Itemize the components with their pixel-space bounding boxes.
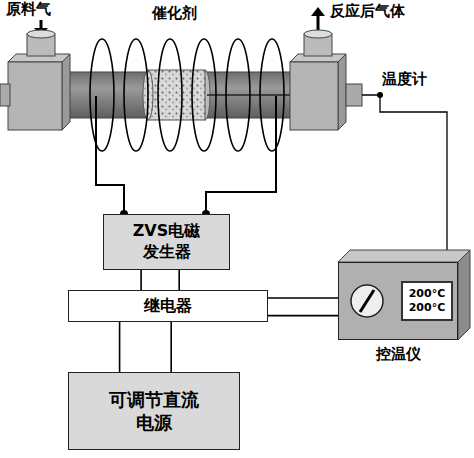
box-label: 继电器 <box>144 296 192 317</box>
part-label: 温度计 <box>382 70 427 89</box>
part-label: 反应后气体 <box>330 2 405 21</box>
power-supply-box: 可调节直流电源 <box>68 372 240 450</box>
relay-box: 继电器 <box>68 290 268 322</box>
wire-pair <box>141 270 179 290</box>
controller-label: 控温仪 <box>339 345 457 364</box>
part-label: 催化剂 <box>152 4 197 23</box>
wire-pair <box>120 322 172 372</box>
box-label: 可调节直流电源 <box>106 388 202 435</box>
coil-winding <box>260 39 284 151</box>
wire-pair <box>268 298 338 316</box>
temperature-reading: 200°C <box>409 301 446 315</box>
coil-winding <box>158 39 182 151</box>
control-knob <box>347 281 387 321</box>
coil-winding <box>192 39 216 151</box>
coil-winding <box>226 39 250 151</box>
coil-winding <box>90 39 114 151</box>
temperature-reading: 200°C <box>409 287 446 301</box>
part-label: 原料气 <box>6 0 51 19</box>
box-label: ZVS电磁发生器 <box>128 221 206 263</box>
display-panel: 200°C200°C <box>401 281 453 321</box>
coil-winding <box>124 39 148 151</box>
temperature-controller: 控温仪200°C200°C <box>338 262 458 340</box>
generator-box: ZVS电磁发生器 <box>103 214 230 270</box>
